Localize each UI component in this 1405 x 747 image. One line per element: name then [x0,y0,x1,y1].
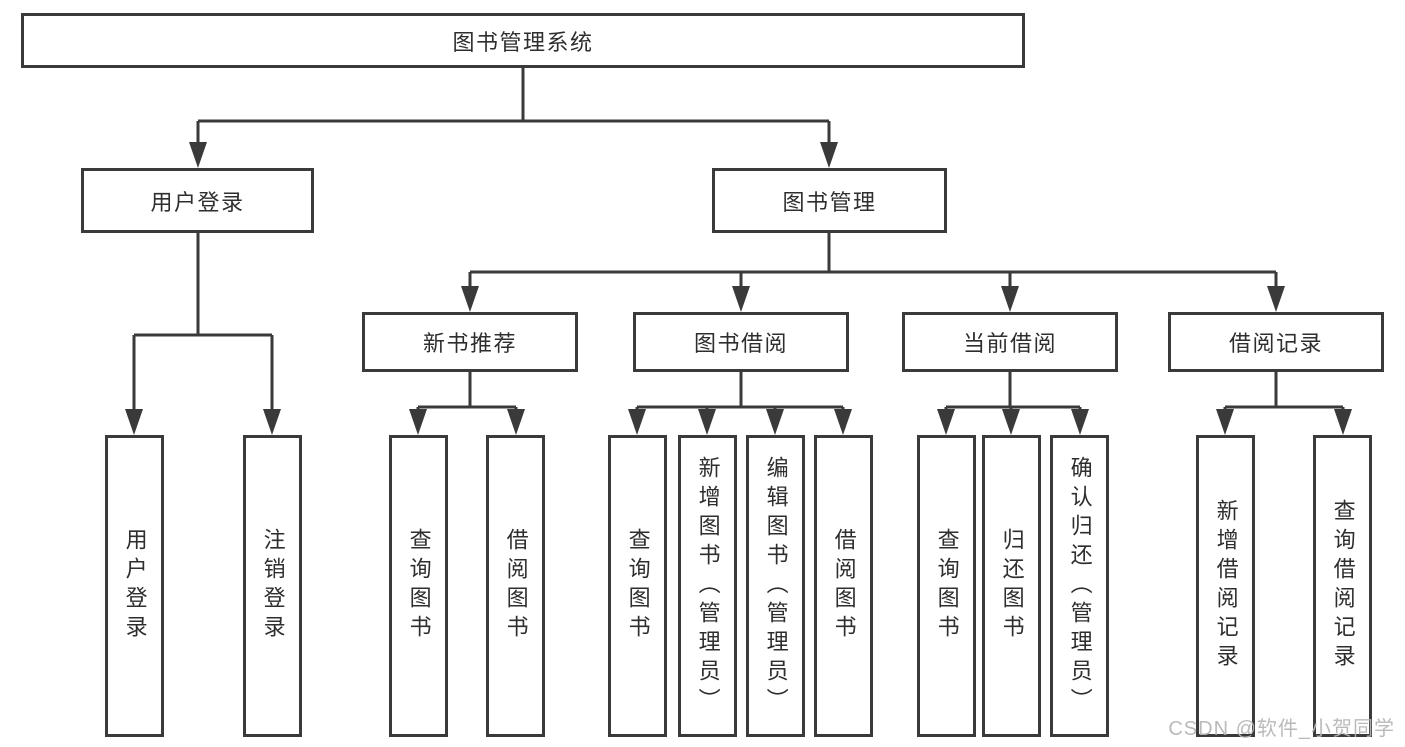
leaf-query-books-3-label: 查询图书 [934,528,960,644]
leaf-edit-books-admin-label: 编辑图书（管理员） [763,455,789,717]
leaf-edit-books-admin: 编辑图书（管理员） [746,435,805,737]
node-root-label: 图书管理系统 [452,29,594,55]
arrowhead-icon [1334,409,1352,435]
leaf-confirm-return-admin-label: 确认归还（管理员） [1067,455,1093,717]
leaf-return-books-label: 归还图书 [999,528,1025,644]
node-user-login: 用户登录 [81,168,314,233]
arrowhead-icon [125,409,143,435]
leaf-borrow-books-2: 借阅图书 [814,435,873,737]
node-new-book-recommendation-label: 新书推荐 [422,331,517,356]
arrowhead-icon [1002,409,1020,435]
leaf-borrow-books-1: 借阅图书 [486,435,545,737]
leaf-add-books-admin-label: 新增图书（管理员） [695,455,721,717]
leaf-logout: 注销登录 [243,435,302,737]
leaf-query-books-3: 查询图书 [917,435,976,737]
node-borrowing-records-label: 借阅记录 [1228,331,1323,356]
node-root: 图书管理系统 [21,13,1025,68]
node-book-management: 图书管理 [712,168,947,233]
leaf-query-borrow-record: 查询借阅记录 [1313,435,1372,737]
arrowhead-icon [834,409,852,435]
leaf-logout-label: 注销登录 [260,528,286,644]
arrowhead-icon [189,142,207,168]
node-new-book-recommendation: 新书推荐 [362,312,578,372]
arrowhead-icon [732,286,750,312]
leaf-borrow-books-1-label: 借阅图书 [503,528,529,644]
watermark: CSDN @软件_小贺同学 [1168,718,1395,740]
leaf-add-books-admin: 新增图书（管理员） [678,435,737,737]
node-book-borrowing: 图书借阅 [633,312,849,372]
node-borrowing-records: 借阅记录 [1168,312,1384,372]
node-book-management-label: 图书管理 [782,189,877,215]
arrowhead-icon [409,409,427,435]
leaf-add-borrow-record: 新增借阅记录 [1196,435,1255,737]
node-current-borrowing-label: 当前借阅 [962,331,1057,356]
leaf-confirm-return-admin: 确认归还（管理员） [1050,435,1109,737]
arrowhead-icon [698,409,716,435]
leaf-user-login: 用户登录 [105,435,164,737]
arrowhead-icon [628,409,646,435]
arrowhead-icon [1216,409,1234,435]
leaf-user-login-label: 用户登录 [122,528,148,644]
leaf-query-books-1: 查询图书 [389,435,448,737]
arrowhead-icon [1071,409,1089,435]
arrowhead-icon [1267,286,1285,312]
node-user-login-label: 用户登录 [150,189,245,215]
arrowhead-icon [937,409,955,435]
node-book-borrowing-label: 图书借阅 [693,331,788,356]
leaf-query-books-2-label: 查询图书 [625,528,651,644]
leaf-add-borrow-record-label: 新增借阅记录 [1213,499,1239,673]
leaf-query-books-2: 查询图书 [608,435,667,737]
arrowhead-icon [820,142,838,168]
arrowhead-icon [1001,286,1019,312]
leaf-query-books-1-label: 查询图书 [406,528,432,644]
arrowhead-icon [507,409,525,435]
leaf-query-borrow-record-label: 查询借阅记录 [1330,499,1356,673]
node-current-borrowing: 当前借阅 [902,312,1118,372]
arrowhead-icon [766,409,784,435]
arrowhead-icon [461,286,479,312]
arrowhead-icon [263,409,281,435]
leaf-return-books: 归还图书 [982,435,1041,737]
leaf-borrow-books-2-label: 借阅图书 [831,528,857,644]
